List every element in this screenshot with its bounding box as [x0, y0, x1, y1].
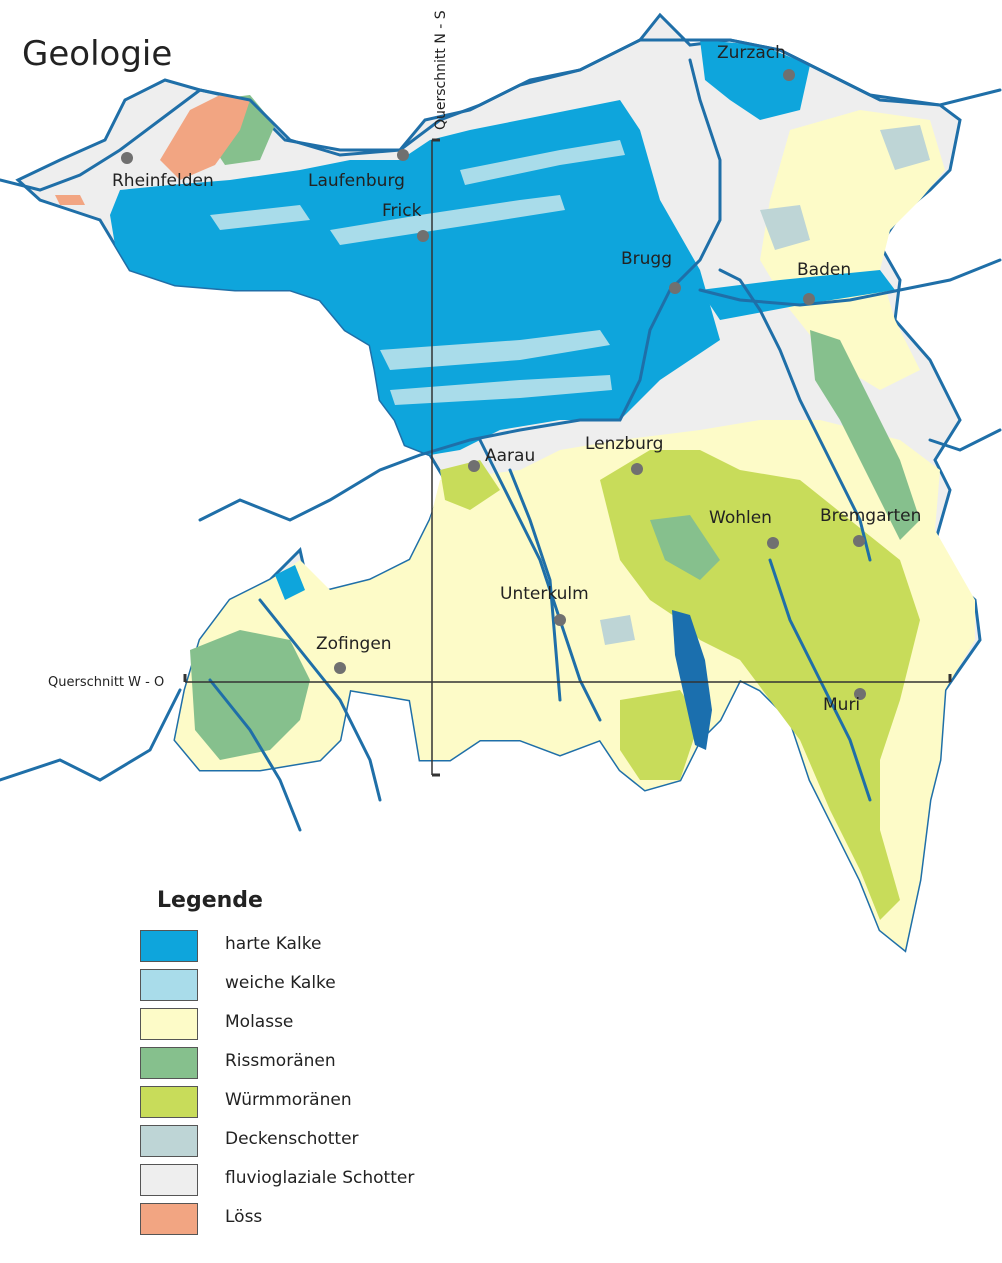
deckenschotter-patches: [600, 125, 930, 645]
river-west: [0, 688, 182, 782]
town-label: Laufenburg: [308, 171, 405, 191]
town-bremgarten: Bremgarten: [820, 506, 921, 547]
harte-kalke-zofingen: [275, 565, 305, 600]
town-dot: [767, 537, 779, 549]
legend-swatch: [140, 930, 198, 962]
town-label: Zurzach: [717, 43, 786, 63]
river-east: [928, 428, 1002, 452]
legend-label: harte Kalke: [225, 934, 322, 954]
harte-kalke-zurzach: [700, 40, 810, 120]
town-zofingen: Zofingen: [316, 634, 392, 674]
legend-swatch: [140, 1008, 198, 1040]
town-dot: [121, 152, 133, 164]
town-dot: [853, 535, 865, 547]
lake-hallwil: [672, 610, 712, 750]
town-label: Wohlen: [709, 508, 772, 528]
legend-label: Würmmoränen: [225, 1090, 352, 1110]
section-wo-label: Querschnitt W - O: [48, 675, 164, 690]
weiche-kalke-bands: [210, 140, 625, 405]
town-label: Frick: [382, 201, 422, 221]
legend-swatch: [140, 1203, 198, 1235]
loess-area: [160, 95, 250, 180]
town-dot: [803, 293, 815, 305]
harte-kalke-jura: [110, 100, 720, 455]
rissmoraenen-east: [810, 330, 920, 540]
legend-swatch: [140, 1164, 198, 1196]
town-label: Rheinfelden: [112, 171, 214, 191]
river-limmat: [698, 258, 1002, 307]
section-ns-label: Querschnitt N - S: [433, 10, 449, 130]
river-rhein: [0, 38, 1002, 192]
town-dot: [417, 230, 429, 242]
legend-title: Legende: [157, 888, 263, 913]
river-aare: [198, 58, 722, 522]
rivers: [0, 38, 1002, 832]
town-brugg: Brugg: [621, 249, 681, 294]
town-baden: Baden: [797, 260, 851, 305]
town-frick: Frick: [382, 201, 429, 242]
legend-label: Deckenschotter: [225, 1129, 359, 1149]
town-dot: [783, 69, 795, 81]
river-bunz: [768, 558, 872, 802]
town-dot: [334, 662, 346, 674]
town-label: Unterkulm: [500, 584, 589, 604]
town-laufenburg: Laufenburg: [308, 149, 409, 191]
legend-swatch: [140, 1086, 198, 1118]
town-dot: [397, 149, 409, 161]
town-label: Aarau: [485, 446, 535, 466]
town-wohlen: Wohlen: [709, 508, 779, 549]
town-label: Baden: [797, 260, 851, 280]
town-dot: [854, 688, 866, 700]
legend-swatch: [140, 1125, 198, 1157]
legend-label: fluvioglaziale Schotter: [225, 1168, 415, 1188]
river-pfaffneren: [208, 678, 302, 832]
town-dot: [669, 282, 681, 294]
town-zurzach: Zurzach: [717, 43, 795, 81]
town-label: Zofingen: [316, 634, 392, 654]
rissmoraenen-west: [190, 630, 310, 760]
town-rheinfelden: Rheinfelden: [112, 152, 214, 191]
wuermmoraenen-south: [620, 690, 700, 780]
town-dot: [554, 614, 566, 626]
river-suhre: [478, 438, 602, 722]
town-unterkulm: Unterkulm: [500, 584, 589, 626]
molasse-northeast: [760, 110, 945, 390]
town-lenzburg: Lenzburg: [585, 434, 663, 475]
town-label: Brugg: [621, 249, 672, 269]
loess-small: [55, 195, 85, 205]
river-reuss: [718, 268, 872, 562]
wuermmoraenen-west: [440, 460, 500, 510]
river-wigger: [258, 598, 382, 802]
legend-swatch: [140, 969, 198, 1001]
town-label: Lenzburg: [585, 434, 663, 454]
town-dot: [631, 463, 643, 475]
legend-label: weiche Kalke: [225, 973, 336, 993]
rissmoraenen-center: [650, 515, 720, 580]
town-dot: [468, 460, 480, 472]
harte-kalke-baden: [700, 270, 895, 320]
legend-swatch: [140, 1047, 198, 1079]
town-aarau: Aarau: [468, 446, 535, 472]
map-title: Geologie: [22, 34, 173, 74]
legend-label: Rissmoränen: [225, 1051, 336, 1071]
town-label: Muri: [823, 695, 860, 715]
legend-label: Löss: [225, 1207, 263, 1227]
town-muri: Muri: [823, 688, 866, 715]
river-wyna: [508, 468, 562, 702]
legend-label: Molasse: [225, 1012, 294, 1032]
town-label: Bremgarten: [820, 506, 921, 526]
